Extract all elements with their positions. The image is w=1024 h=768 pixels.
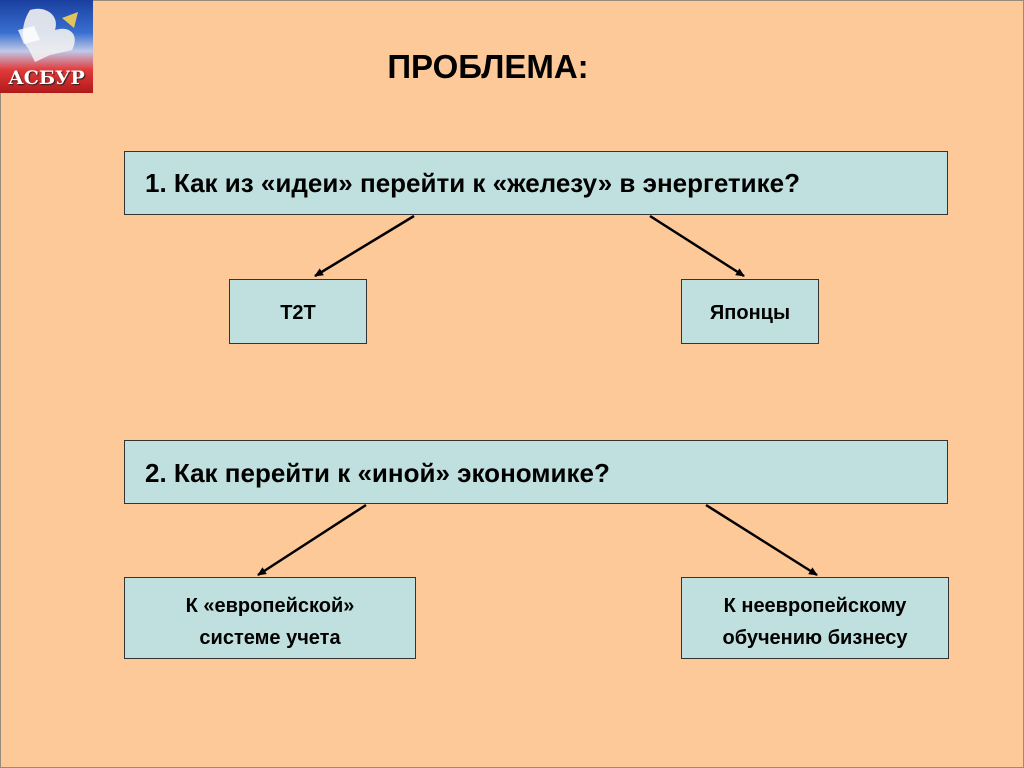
asbur-logo: АСБУР	[0, 0, 93, 93]
european-accounting-line1: К «европейской»	[185, 595, 355, 617]
european-accounting-box: К «европейской» системе учета	[124, 577, 416, 659]
arrow-q2-left	[257, 503, 367, 577]
page-title: ПРОБЛЕМА:	[0, 48, 1000, 86]
japanese-box: Японцы	[681, 279, 819, 344]
eagle-emblem-icon	[18, 8, 78, 62]
page-title-text: ПРОБЛЕМА:	[387, 48, 589, 85]
question-1-box: 1. Как из «идеи» перейти к «железу» в эн…	[124, 151, 948, 215]
arrow-q1-right	[649, 214, 745, 278]
non-european-training-box: К неевропейскому обучению бизнесу	[681, 577, 949, 659]
question-2-box: 2. Как перейти к «иной» экономике?	[124, 440, 948, 504]
non-european-training-line1: К неевропейскому	[723, 595, 907, 617]
european-accounting-line2: системе учета	[199, 627, 341, 649]
arrow-q1-left	[314, 214, 415, 278]
logo-text: АСБУР	[8, 67, 85, 89]
non-european-training-line2: обучению бизнесу	[722, 627, 908, 649]
t2t-box: Т2Т	[229, 279, 367, 344]
arrow-q2-right	[705, 503, 818, 577]
